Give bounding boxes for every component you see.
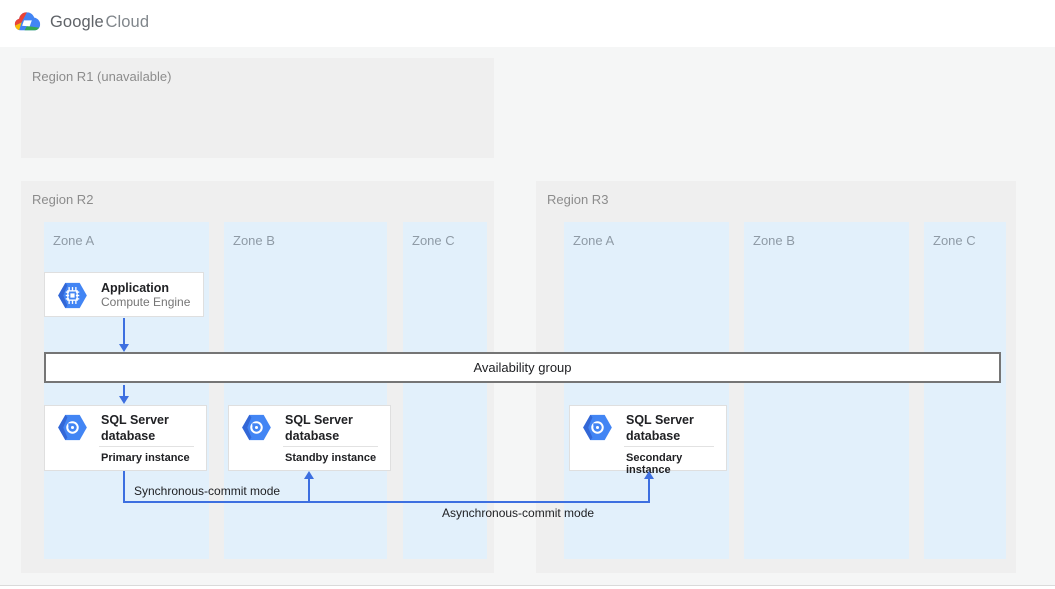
sql-database-icon — [241, 414, 272, 441]
zone-label: Zone A — [53, 233, 95, 248]
sync-commit-label: Synchronous-commit mode — [134, 484, 281, 498]
compute-engine-icon — [57, 282, 88, 309]
sql-standby-instance-label: Standby instance — [285, 452, 377, 464]
arrowhead-up-icon — [644, 471, 654, 479]
availability-group-bar: Availability group — [44, 352, 1001, 383]
arrowhead-down-icon — [119, 344, 129, 352]
arrowhead-down-icon — [119, 396, 129, 404]
sql-secondary-card: SQL Server database Secondary instance — [569, 405, 727, 476]
region-r2-zone-b: Zone B — [224, 222, 387, 559]
application-card-title: Application — [101, 281, 170, 295]
sql-primary-card: SQL Server database Primary instance — [44, 405, 207, 471]
connector-to-secondary — [648, 477, 650, 502]
connector-to-standby — [308, 477, 310, 502]
region-r3-zone-c: Zone C — [924, 222, 1006, 559]
sql-standby-title: SQL Server database — [285, 413, 353, 444]
region-r3-label: Region R3 — [547, 192, 609, 207]
google-cloud-logo: Google Cloud — [14, 11, 149, 33]
sql-secondary-instance-label: Secondary instance — [626, 452, 683, 476]
application-card: Application Compute Engine — [44, 272, 204, 317]
connector-bar-to-primary — [123, 385, 125, 398]
logo-word-cloud: Cloud — [105, 12, 150, 31]
sql-primary-title: SQL Server database — [101, 413, 169, 444]
card-separator — [624, 446, 714, 447]
sql-database-icon — [57, 414, 88, 441]
sql-standby-card: SQL Server database Standby instance — [228, 405, 391, 471]
application-card-subtitle: Compute Engine — [101, 295, 191, 309]
card-separator — [283, 446, 378, 447]
zone-label: Zone C — [933, 233, 976, 248]
zone-label: Zone A — [573, 233, 615, 248]
zone-label: Zone B — [753, 233, 795, 248]
region-r3-zone-b: Zone B — [744, 222, 909, 559]
connector-app-to-bar — [123, 318, 125, 346]
async-commit-label: Asynchronous-commit mode — [442, 506, 595, 520]
logo-word-google: Google — [50, 12, 104, 31]
google-cloud-logo-icon — [14, 11, 41, 33]
card-separator — [99, 446, 194, 447]
region-r2-label: Region R2 — [32, 192, 94, 207]
sql-primary-instance-label: Primary instance — [101, 452, 190, 464]
region-r1-label: Region R1 (unavailable) — [32, 69, 172, 84]
sql-database-icon — [582, 414, 613, 441]
region-r1: Region R1 (unavailable) — [21, 58, 494, 158]
zone-label: Zone C — [412, 233, 455, 248]
availability-group-label: Availability group — [473, 360, 572, 375]
connector-primary-down — [123, 471, 125, 503]
zone-label: Zone B — [233, 233, 275, 248]
sql-secondary-title: SQL Server database — [626, 413, 694, 444]
connector-commit-corridor — [123, 501, 650, 503]
arrowhead-up-icon — [304, 471, 314, 479]
logo-text: Google Cloud — [50, 13, 149, 32]
